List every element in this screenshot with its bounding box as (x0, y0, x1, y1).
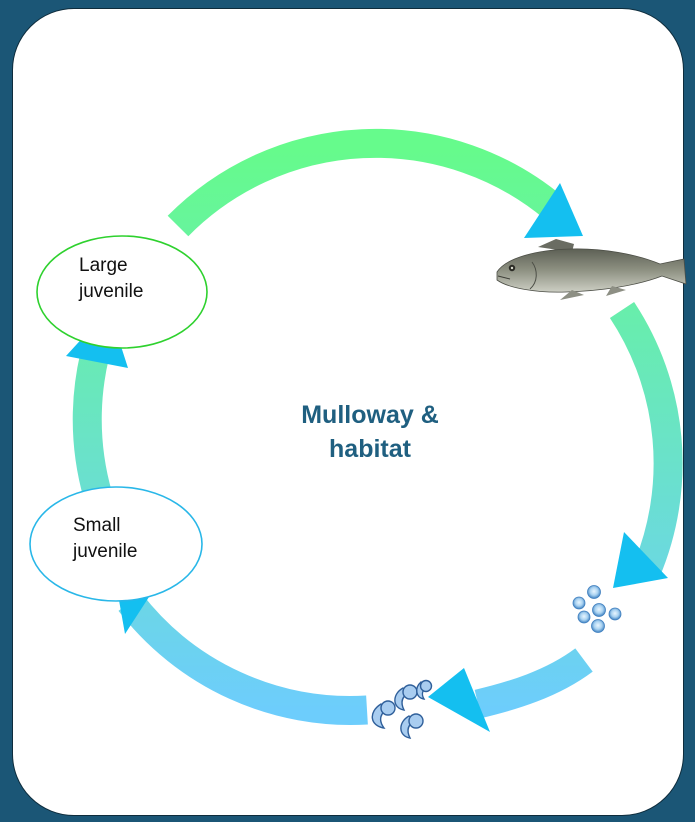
larvae-icon (372, 681, 431, 739)
small-juvenile-label: Small juvenile (73, 513, 137, 565)
center-title: Mulloway & habitat (250, 398, 490, 466)
ring-segment-top (178, 143, 554, 226)
eggs-icon (573, 586, 621, 633)
ring-segment-right (622, 310, 668, 572)
large-juvenile-label: Large juvenile (79, 253, 143, 305)
ring-segment-lower-right (478, 660, 584, 704)
ring-segment-bottom (130, 602, 367, 710)
adult-fish-icon (497, 239, 686, 300)
